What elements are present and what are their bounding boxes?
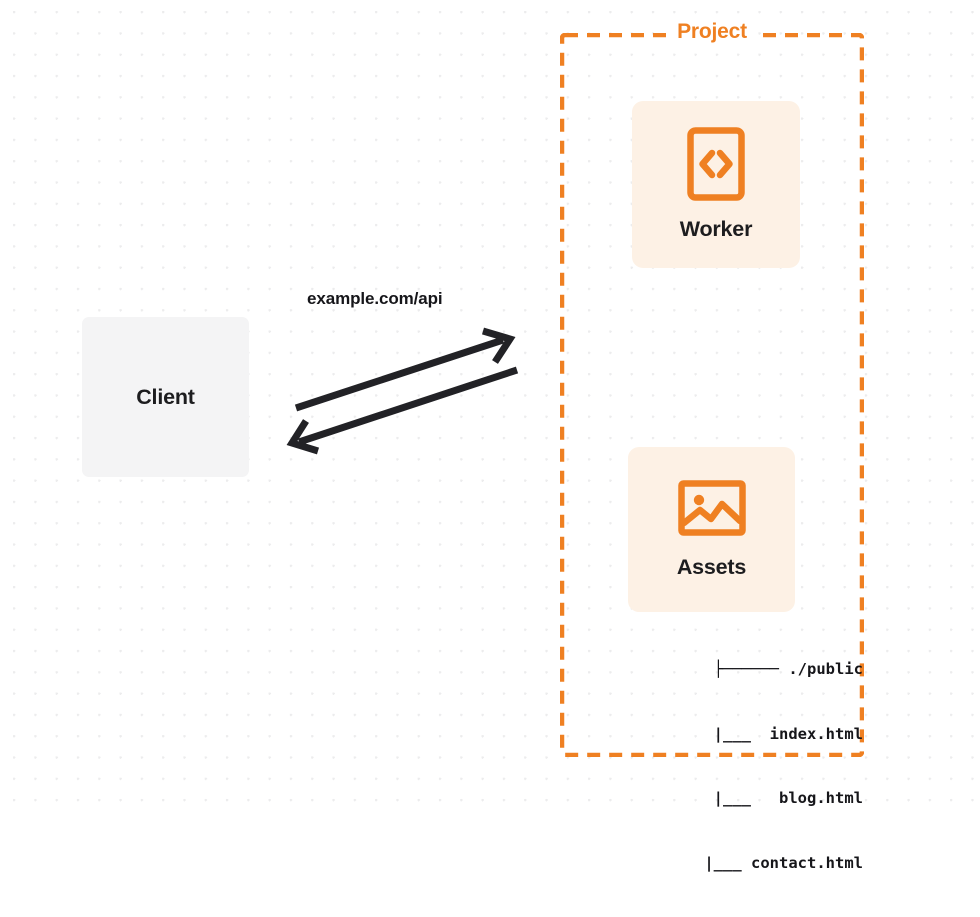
project-title: Project [670, 20, 754, 44]
code-brackets-icon [687, 127, 745, 201]
image-picture-icon [677, 480, 746, 536]
file-tree-row: ├────── ./public [713, 660, 863, 678]
assets-file-tree: ├────── ./public |___ index.html |___ bl… [605, 616, 863, 917]
project-dashed-border [560, 33, 864, 757]
file-tree-row: |___ index.html [657, 724, 863, 743]
diagram-canvas: Client example.com/api Project Worker [0, 0, 980, 872]
file-tree-row: |___ blog.html [657, 789, 863, 807]
assets-card[interactable]: Assets [628, 447, 795, 612]
arrow-response-inbound [286, 366, 519, 455]
connection-label: example.com/api [307, 289, 443, 308]
worker-label: Worker [679, 217, 753, 241]
assets-label: Assets [676, 555, 747, 579]
file-tree-row: |___ contact.html [648, 853, 863, 872]
client-node[interactable]: Client [82, 317, 249, 477]
worker-card[interactable]: Worker [632, 101, 800, 268]
client-node-label: Client [136, 384, 195, 409]
arrow-request-outbound [294, 327, 516, 412]
project-container: Project Worker Assets ├────── ./public |… [560, 20, 864, 872]
